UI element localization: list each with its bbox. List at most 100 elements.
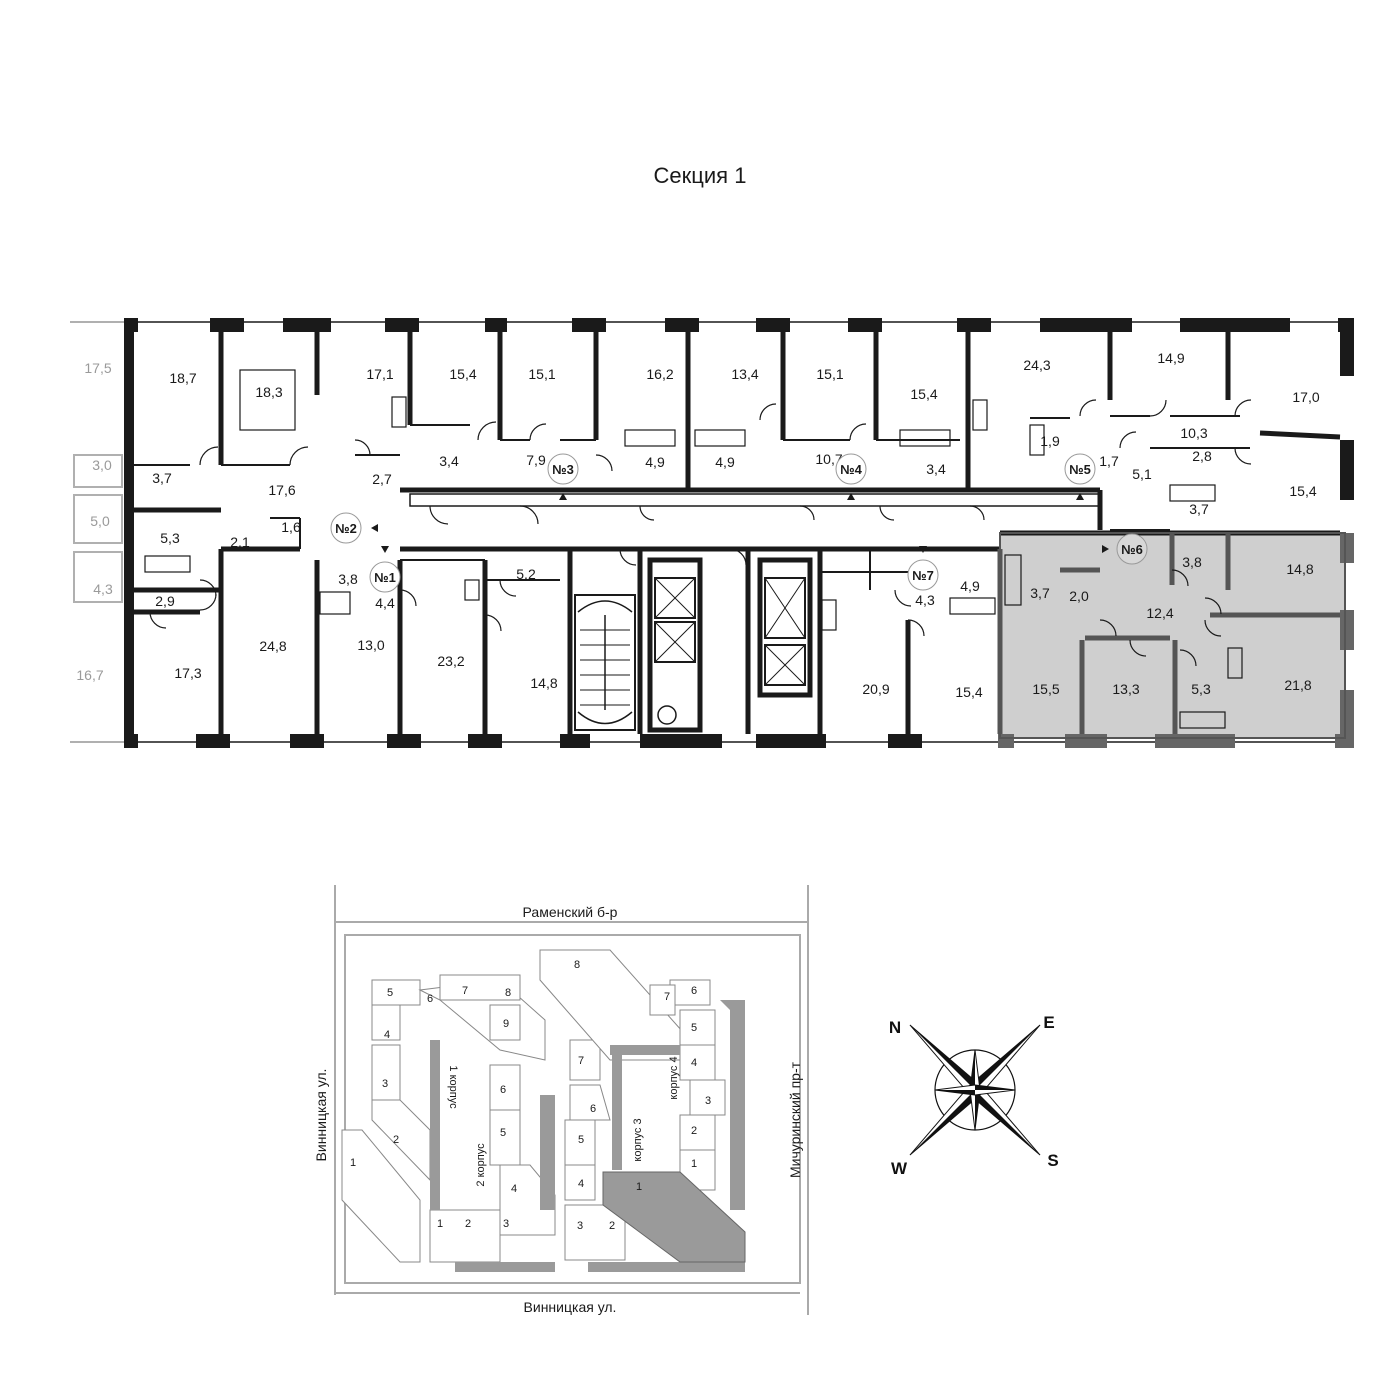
room-area: 15,4 xyxy=(1289,483,1316,499)
room-area: 2,7 xyxy=(372,471,392,487)
street-right: Мичуринский пр-т xyxy=(787,1061,803,1178)
room-area: 15,4 xyxy=(955,684,982,700)
room-area: 15,4 xyxy=(449,366,476,382)
svg-text:2: 2 xyxy=(465,1218,471,1230)
svg-text:2: 2 xyxy=(691,1125,697,1137)
compass-north: N xyxy=(889,1018,901,1037)
room-area: 1,9 xyxy=(1040,433,1060,449)
room-area: 3,7 xyxy=(152,470,172,486)
apartment-badge-3[interactable]: №3 xyxy=(547,453,579,500)
svg-text:7: 7 xyxy=(462,985,468,997)
room-area: 2,1 xyxy=(230,534,250,550)
svg-text:8: 8 xyxy=(505,987,511,999)
svg-text:1: 1 xyxy=(636,1181,642,1193)
fixtures xyxy=(144,369,1243,729)
neighbor-room-area: 17,5 xyxy=(84,360,111,376)
svg-text:4: 4 xyxy=(578,1178,584,1190)
neighbor-room-area: 16,7 xyxy=(76,667,103,683)
room-area: 12,4 xyxy=(1146,605,1173,621)
svg-text:6: 6 xyxy=(691,985,697,997)
svg-text:5: 5 xyxy=(500,1127,506,1139)
svg-text:7: 7 xyxy=(664,991,670,1003)
room-labels: 18,7 18,3 17,1 15,4 15,1 16,2 13,4 15,1 … xyxy=(76,350,1319,700)
outer-walls xyxy=(124,318,1354,748)
room-area: 14,8 xyxy=(1286,561,1313,577)
room-area: 17,0 xyxy=(1292,389,1319,405)
room-area: 5,3 xyxy=(1191,681,1211,697)
street-bottom: Винницкая ул. xyxy=(524,1299,617,1315)
neighbor-building xyxy=(70,321,124,743)
room-area: 14,9 xyxy=(1157,350,1184,366)
room-area: 14,8 xyxy=(530,675,557,691)
svg-text:3: 3 xyxy=(705,1095,711,1107)
corpus-label: корпус 3 xyxy=(632,1118,644,1161)
svg-text:№1: №1 xyxy=(374,570,396,585)
svg-text:1: 1 xyxy=(437,1218,443,1230)
room-area: 13,0 xyxy=(357,637,384,653)
svg-text:№2: №2 xyxy=(335,521,357,536)
room-area: 10,7 xyxy=(815,451,842,467)
svg-text:2: 2 xyxy=(393,1134,399,1146)
selected-building[interactable] xyxy=(602,1171,746,1263)
site-plan: Раменский б-р Винницкая ул. Винницкая ул… xyxy=(313,885,809,1315)
apartment-badge-2[interactable]: №2 xyxy=(330,512,378,544)
apartment-badge-6[interactable]: №6 xyxy=(1102,533,1148,565)
door-swings xyxy=(149,399,1252,667)
room-area: 13,3 xyxy=(1112,681,1139,697)
svg-text:7: 7 xyxy=(578,1055,584,1067)
apartment-badge-5[interactable]: №5 xyxy=(1064,453,1096,500)
room-area: 13,4 xyxy=(731,366,758,382)
svg-text:3: 3 xyxy=(382,1078,388,1090)
room-area: 1,6 xyxy=(281,519,301,535)
svg-text:4: 4 xyxy=(691,1057,697,1069)
neighbor-room-area: 5,0 xyxy=(90,513,110,529)
interior-walls xyxy=(134,332,1341,734)
room-area: 15,5 xyxy=(1032,681,1059,697)
svg-text:9: 9 xyxy=(503,1018,509,1030)
svg-text:№5: №5 xyxy=(1069,462,1091,477)
room-area: 3,4 xyxy=(926,461,946,477)
corpus-label: корпус 4 xyxy=(668,1056,680,1099)
room-area: 3,8 xyxy=(1182,554,1202,570)
room-area: 16,2 xyxy=(646,366,673,382)
svg-text:1: 1 xyxy=(691,1158,697,1170)
apartment-badge-7[interactable]: №7 xyxy=(907,546,939,591)
section-numbers: 1 2 3 4 5 6 7 8 9 1 2 3 4 5 6 1 2 3 4 5 … xyxy=(350,959,711,1232)
svg-text:8: 8 xyxy=(574,959,580,971)
room-area: 3,7 xyxy=(1030,585,1050,601)
room-area: 20,9 xyxy=(862,681,889,697)
svg-text:5: 5 xyxy=(387,987,393,999)
room-area: 21,8 xyxy=(1284,677,1311,693)
room-area: 3,7 xyxy=(1189,501,1209,517)
svg-text:5: 5 xyxy=(578,1134,584,1146)
room-area: 15,1 xyxy=(816,366,843,382)
compass-west: W xyxy=(891,1159,908,1178)
apartment-badge-1[interactable]: №1 xyxy=(369,546,401,593)
room-area: 18,3 xyxy=(255,384,282,400)
street-left: Винницкая ул. xyxy=(313,1069,329,1162)
svg-text:6: 6 xyxy=(500,1084,506,1096)
room-area: 5,1 xyxy=(1132,466,1152,482)
room-area: 2,9 xyxy=(155,593,175,609)
room-area: 4,9 xyxy=(645,454,665,470)
svg-text:№3: №3 xyxy=(552,462,574,477)
room-area: 4,9 xyxy=(960,578,980,594)
svg-text:1: 1 xyxy=(350,1157,356,1169)
room-area: 4,3 xyxy=(915,592,935,608)
room-area: 10,3 xyxy=(1180,425,1207,441)
room-area: 17,6 xyxy=(268,482,295,498)
compass-south: S xyxy=(1047,1151,1058,1170)
apartment-badge-4[interactable]: №4 xyxy=(835,453,867,500)
room-area: 24,3 xyxy=(1023,357,1050,373)
neighbor-room-area: 3,0 xyxy=(92,457,112,473)
corpus-label: 1 корпус xyxy=(447,1065,459,1109)
neighbor-room-area: 4,3 xyxy=(93,581,113,597)
room-area: 3,8 xyxy=(338,571,358,587)
apartment-badges: №1 №2 №3 №4 №5 №6 №7 xyxy=(330,453,1148,593)
svg-text:6: 6 xyxy=(590,1103,596,1115)
page-title: Секция 1 xyxy=(653,163,747,188)
svg-text:№7: №7 xyxy=(912,568,934,583)
svg-text:№4: №4 xyxy=(840,462,862,477)
svg-text:4: 4 xyxy=(511,1183,517,1195)
